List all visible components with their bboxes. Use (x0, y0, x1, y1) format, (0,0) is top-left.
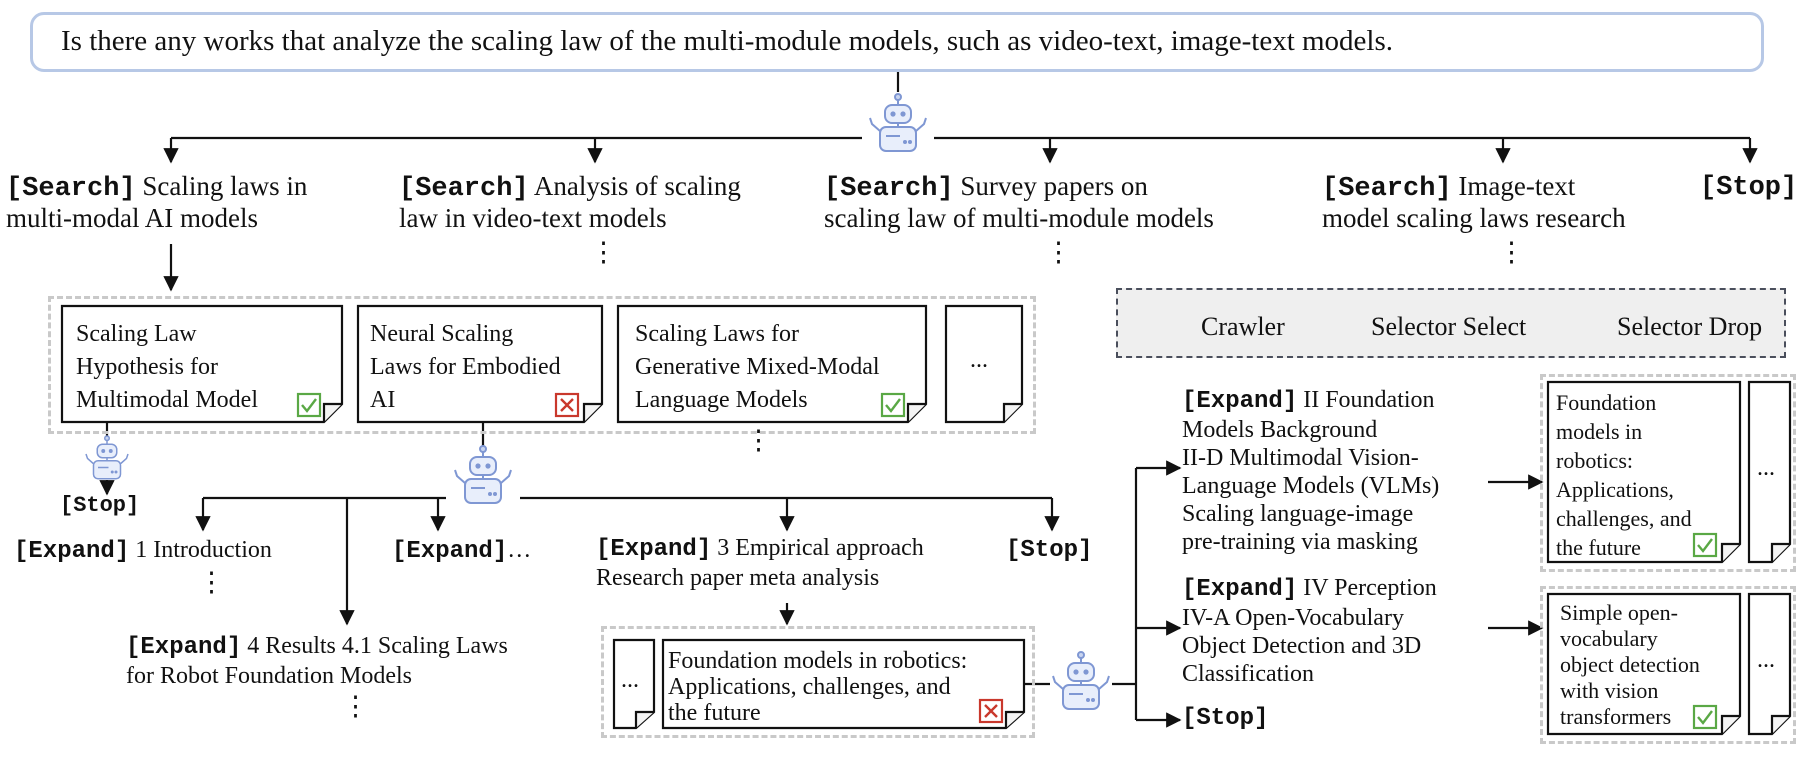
more-papers: ... (621, 667, 639, 693)
legend-select-label: Selector Select (1371, 312, 1527, 341)
search-action: [Search] Analysis of scaling law in vide… (399, 171, 741, 234)
search-action: [Search] Scaling laws in multi-modal AI … (6, 171, 308, 234)
more-papers: ... (1757, 455, 1775, 481)
stop-action: [Stop] (1182, 705, 1269, 732)
legend (1116, 288, 1786, 358)
stop-action: [Stop] (60, 493, 140, 518)
ellipsis: ⋮ (590, 237, 617, 267)
ellipsis: ⋮ (342, 691, 369, 721)
expand-action: [Expand] 1 Introduction (14, 537, 272, 565)
search-bar[interactable]: Is there any works that analyze the scal… (30, 12, 1764, 72)
ellipsis: ⋮ (198, 567, 225, 597)
search-action: [Search] Survey papers on scaling law of… (824, 171, 1214, 234)
select-check-icon (1692, 704, 1718, 730)
drop-cross-icon (554, 392, 580, 418)
legend-drop-label: Selector Drop (1617, 312, 1763, 341)
ellipsis: ⋮ (745, 425, 772, 455)
select-check-icon (1692, 532, 1718, 558)
select-check-icon (296, 392, 322, 418)
candidate-papers-group (1540, 586, 1796, 744)
crawler-robot-icon (85, 435, 129, 480)
legend-crawler-label: Crawler (1201, 312, 1285, 341)
candidate-papers-group (48, 296, 1036, 434)
expand-action: [Expand] 3 Empirical approach Research p… (596, 535, 924, 591)
drop-cross-icon (978, 698, 1004, 724)
expand-action: [Expand] II Foundation Models Background… (1182, 387, 1440, 555)
ellipsis: ⋮ (1045, 237, 1072, 267)
expand-action: [Expand] 4 Results 4.1 Scaling Laws for … (126, 633, 508, 689)
more-papers: ... (1757, 647, 1775, 673)
paper-title: Foundation models in robotics:Applicatio… (668, 648, 968, 726)
search-query-text[interactable]: Is there any works that analyze the scal… (61, 25, 1394, 57)
search-action: [Search] Image-text model scaling laws r… (1322, 171, 1626, 234)
expand-action: [Expand] IV Perception IV-A Open-Vocabul… (1182, 575, 1437, 687)
candidate-papers-group (1540, 374, 1796, 572)
crawler-robot-icon (1052, 651, 1110, 710)
stop-action: [Stop] (1006, 537, 1093, 564)
candidate-papers-group (601, 626, 1035, 738)
stop-action: [Stop] (1700, 173, 1798, 203)
select-check-icon (880, 392, 906, 418)
ellipsis: ⋮ (1498, 237, 1525, 267)
expand-action: [Expand]… (392, 537, 532, 565)
more-papers: ... (970, 347, 988, 373)
